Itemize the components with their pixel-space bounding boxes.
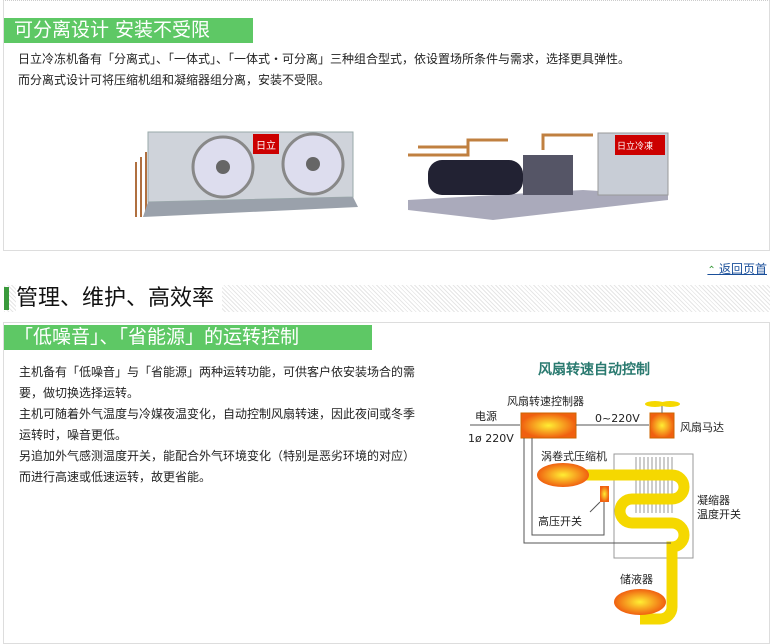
section2-header: 「低噪音」、「省能源」的运转控制 [4, 325, 372, 350]
back-to-top-label: 返回页首 [718, 262, 767, 276]
section1-header: 可分离设计 安装不受限 [4, 18, 253, 43]
fan-motor-box [649, 412, 675, 439]
controller-label: 风扇转速控制器 [507, 394, 584, 408]
condenser-switch-label-1: 凝缩器 [697, 493, 730, 507]
compressor [537, 463, 589, 487]
section1-line-2: 而分离式设计可将压缩机组和凝缩器组分离，安装不受限。 [18, 73, 331, 87]
section-title-text: 管理、维护、高效率 [16, 285, 223, 312]
hp-switch [600, 486, 609, 502]
brand-logo-2: 日立冷凍 [617, 140, 653, 152]
section2-line: 而进行高速或低速运转，故更省能。 [19, 470, 212, 484]
power-label: 电源 [475, 409, 497, 423]
compressor-label: 涡卷式压缩机 [541, 449, 607, 463]
section2-line: 主机可随着外气温度与冷媒夜温变化，自动控制风扇转速，因此夜间或冬季 [19, 407, 416, 421]
power-spec: 1ø 220V [468, 432, 514, 445]
diagram-title: 风扇转速自动控制 [538, 361, 650, 378]
condenser-unit-image: 日立 [135, 131, 358, 217]
condenser-switch-label-2: 温度开关 [697, 507, 741, 521]
section2-line: 主机备有「低噪音」与「省能源」两种运转功能，可供客户依安装场合的需 [19, 365, 416, 379]
controller-box [520, 412, 577, 439]
back-to-top-link[interactable]: ⌃ 返回页首 [707, 260, 767, 277]
compressor-unit-image: 日立冷凍 [408, 132, 669, 220]
section2-line: 另追加外气感测温度开关，能配合外气环境变化（特别是恶劣环境的对应） [19, 449, 416, 463]
receiver-label: 储液器 [620, 572, 653, 586]
section2-line: 要，做切换选择运转。 [19, 386, 140, 400]
section-title-bar [4, 287, 9, 310]
section1-line-1: 日立冷冻机备有「分离式」、「一体式」、「一体式・可分离」三种组合型式，依设置场所… [18, 52, 631, 66]
brand-logo: 日立 [256, 139, 276, 152]
fan-speed-control-diagram: 风扇转速自动控制 风扇转速控制器 电源 1ø 220V 0~220V 风扇马达 … [468, 361, 741, 625]
section2-line: 运转时，噪音更低。 [19, 428, 128, 442]
receiver [614, 589, 666, 615]
up-arrow-icon: ⌃ [707, 265, 719, 276]
fan-icon [645, 401, 665, 407]
section-title: 管理、维护、高效率 [4, 285, 770, 312]
hp-switch-label: 高压开关 [538, 514, 582, 528]
fan-motor-label: 风扇马达 [680, 420, 724, 434]
output-label: 0~220V [595, 412, 640, 425]
section2-text: 主机备有「低噪音」与「省能源」两种运转功能，可供客户依安装场合的需 要，做切换选… [19, 362, 415, 488]
